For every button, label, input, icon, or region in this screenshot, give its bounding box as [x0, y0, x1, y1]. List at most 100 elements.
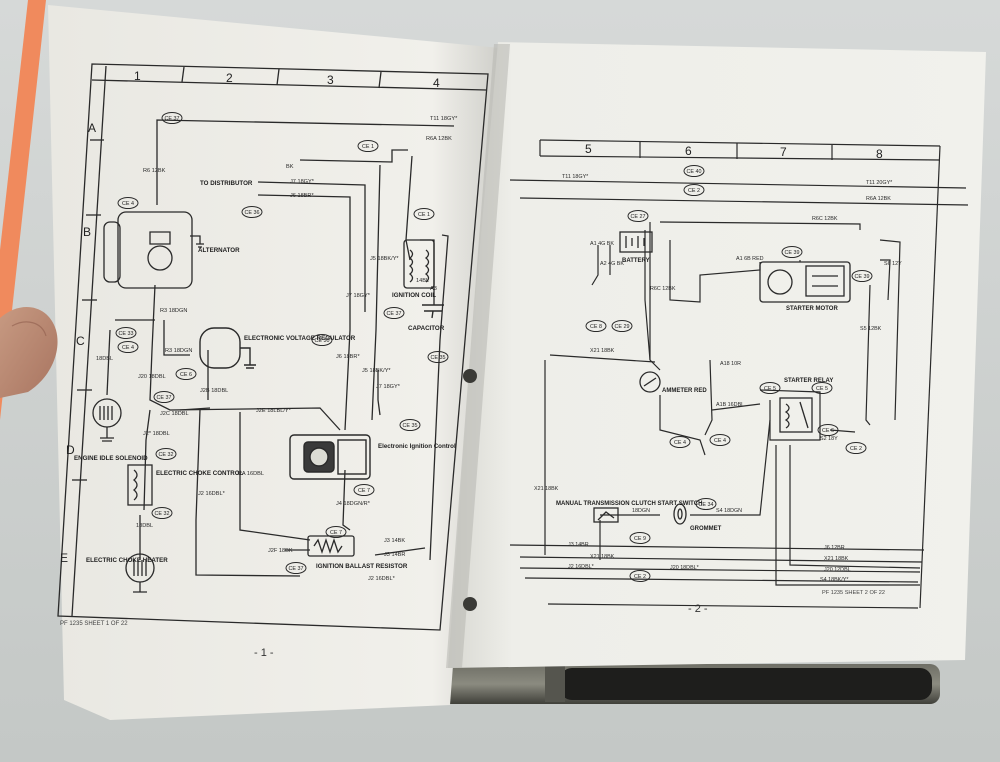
callout-label: CE 1 — [418, 212, 430, 218]
wire-label: J6 12BR — [824, 545, 845, 551]
column-label: 4 — [433, 76, 440, 90]
wire-label: J20 18DBL* — [670, 565, 700, 571]
callout-badge: CE 5 — [759, 382, 781, 394]
callout-badge: CE 40 — [683, 165, 705, 177]
callout-badge: CE 2 — [629, 570, 651, 582]
starter-motor-icon — [759, 261, 851, 303]
wire-label: 18DBL — [136, 523, 153, 529]
wire-label: J2 16DBL* — [568, 564, 595, 570]
callout-badge: CE 29 — [611, 320, 633, 332]
wire-label: J3 14BR — [384, 552, 405, 558]
wire-label: R6 12BK — [143, 168, 166, 174]
callout-label: CE 39 — [785, 250, 800, 256]
callout-label: CE 7 — [330, 530, 342, 536]
callout-label: CE 32 — [159, 452, 174, 458]
wire-label: J6 18BR* — [290, 193, 314, 199]
starter-motor-label: STARTER MOTOR — [786, 306, 838, 312]
callout-label: CE 29 — [615, 324, 630, 330]
choke-heater-icon — [125, 553, 155, 593]
callout-badge: CE 36 — [241, 206, 263, 218]
callout-badge: CE 5 — [811, 382, 833, 394]
wire-label: J6 18BR* — [336, 354, 360, 360]
callout-badge: CE 32 — [151, 507, 173, 519]
wire-label: X21 18BK — [534, 486, 559, 492]
right-diagram-frame — [539, 139, 941, 609]
ignition-control-label: Electronic Ignition Control — [378, 443, 456, 450]
wire-label: A1B 16DBL — [716, 402, 744, 408]
sheet-reference: PF 1235 SHEET 1 OF 22 — [60, 621, 128, 627]
callout-label: CE 27 — [631, 214, 646, 220]
callout-label: CE 4 — [714, 438, 726, 444]
row-label: D — [66, 443, 75, 457]
battery-label: BATTERY — [622, 258, 650, 264]
wire-label: J7 18GY* — [346, 293, 371, 299]
wire-label: J7 18GY* — [290, 179, 315, 185]
callout-label: CE 37 — [289, 566, 304, 572]
wire-label: R6C 12BK — [650, 286, 676, 292]
column-label: 7 — [780, 145, 787, 159]
starter-relay-icon — [779, 397, 813, 433]
page-number: - 1 - — [254, 647, 274, 659]
wire-label: X21 18BK — [590, 554, 615, 560]
callout-label: CE 37 — [157, 395, 172, 401]
wire-label: BK — [286, 164, 294, 170]
callout-label: CE 35 — [431, 355, 446, 361]
starter-relay-label: STARTER RELAY — [784, 378, 833, 384]
callout-label: CE 39 — [855, 274, 870, 280]
callout-label: CE 2 — [850, 446, 862, 452]
grommet-label: GROMMET — [690, 526, 722, 532]
wire-label: J20 12DBL — [824, 567, 851, 573]
wire-label: A1 6B RED — [736, 256, 764, 262]
callout-badge: CE 35 — [399, 419, 421, 431]
ignition-control-module-icon — [289, 434, 371, 480]
pen — [400, 664, 940, 704]
callout-badge: CE 6 — [817, 424, 839, 436]
wire-label: T11 18GY* — [562, 174, 589, 180]
wire-label: R6A 12BK — [426, 136, 452, 142]
callout-badge: CE 4 — [117, 341, 139, 353]
left-diagram-frame — [57, 63, 489, 631]
ammeter-icon — [639, 371, 661, 393]
grommet-icon — [673, 503, 687, 525]
alternator-icon — [103, 211, 204, 289]
callout-badge: CE 34 — [695, 498, 717, 510]
callout-badge: CE 37 — [285, 562, 307, 574]
callout-label: CE 5 — [816, 386, 828, 392]
row-label: E — [60, 551, 68, 565]
wire-label: J5 18BK/Y* — [362, 368, 391, 374]
row-label: B — [83, 225, 91, 239]
column-label: 8 — [876, 147, 883, 161]
binder-hole — [463, 597, 477, 611]
callout-badge: CE 30 — [311, 334, 333, 346]
wire-label: X21 18BK — [824, 556, 849, 562]
choke-control-label: ELECTRIC CHOKE CONTROL — [156, 470, 244, 477]
wire-label: J5 18BK/Y* — [370, 256, 399, 262]
callout-badge: CE 7 — [353, 484, 375, 496]
callout-badge: CE 37 — [383, 307, 405, 319]
callout-label: CE 4 — [122, 201, 134, 207]
ballast-resistor-icon — [307, 535, 355, 557]
left-page — [48, 5, 500, 720]
callout-label: CE 32 — [155, 511, 170, 517]
page-number: - 2 - — [688, 603, 708, 615]
callout-label: CE 30 — [315, 338, 330, 344]
wire-label: J2 16DBL* — [368, 576, 396, 582]
wire-label: J2A 16DBL — [236, 471, 264, 477]
right-wiring — [509, 179, 969, 586]
column-label: 2 — [226, 71, 233, 85]
callout-badge: CE 35 — [427, 351, 449, 363]
callout-label: CE 6 — [822, 428, 834, 434]
callout-label: CE 33 — [119, 331, 134, 337]
callout-label: CE 36 — [245, 210, 260, 216]
callout-label: CE 7 — [358, 488, 370, 494]
wire-label: J2 16DBL* — [198, 491, 226, 497]
wire-label: A2 4G BK — [600, 261, 624, 267]
callout-label: CE 9 — [634, 536, 646, 542]
sheet-reference: PF 1235 SHEET 2 OF 22 — [822, 590, 885, 596]
clutch-switch-label: MANUAL TRANSMISSION CLUTCH START SWITCH — [556, 501, 702, 507]
wire-label: J2B 18DBL — [200, 388, 228, 394]
wire-label: J4 18DGN/R* — [336, 501, 371, 507]
callout-label: CE 37 — [387, 311, 402, 317]
